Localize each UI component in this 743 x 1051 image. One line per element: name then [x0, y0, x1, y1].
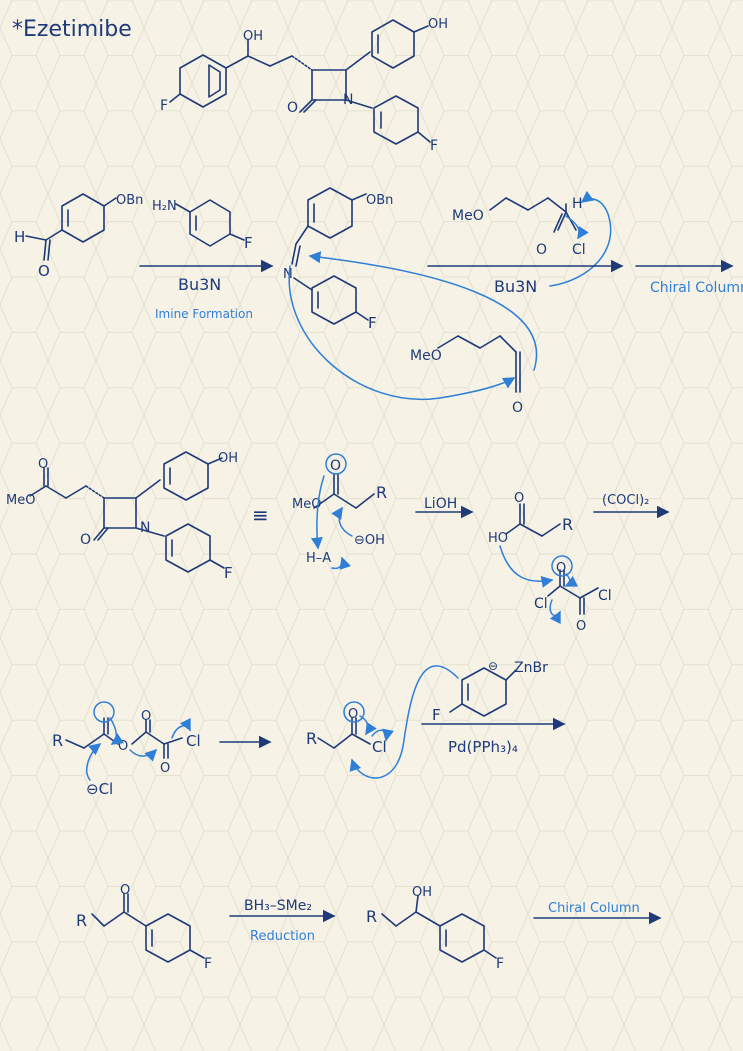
- ketene-meo-label: MeO: [410, 348, 442, 364]
- chiral-column-label-2: Chiral Column: [548, 901, 640, 916]
- ketene-o-label: O: [512, 400, 523, 416]
- lactam-o-label: O: [80, 532, 91, 548]
- oxalyl-chloride-structure: O O Cl Cl: [499, 545, 612, 634]
- oxalyl-chloride-label: (COCl)₂: [602, 493, 649, 508]
- hydroxide-label: ⊖OH: [354, 533, 385, 548]
- aryl-ketone-structure: R O F: [76, 883, 212, 972]
- ezetimibe-n-label: N: [343, 92, 353, 108]
- hydrolysis-o-label: O: [330, 458, 341, 474]
- acid-chloride-reactant: MeO H O Cl: [452, 196, 586, 258]
- hydrolysis-r-label: R: [376, 483, 387, 502]
- mixed-anhydride-structure: R O O O Cl ⊖Cl: [52, 701, 201, 798]
- aldehyde-structure: H O OBn: [14, 193, 143, 280]
- hydrolysis-meo-label: MeO: [292, 497, 321, 512]
- acyl-cl-label: Cl: [372, 738, 387, 756]
- acyl-o-label: O: [348, 707, 358, 722]
- reduction-caption: Reduction: [250, 929, 315, 944]
- acid-chloride-h-label: H: [572, 196, 583, 212]
- aniline-f-label: F: [244, 234, 253, 252]
- ketone-r-label: R: [76, 911, 87, 930]
- aldehyde-obn-label: OBn: [116, 193, 143, 208]
- aldehyde-o-label: O: [38, 262, 50, 280]
- acid-chloride-cl-label: Cl: [572, 242, 586, 258]
- secondary-alcohol-structure: R OH F: [366, 885, 504, 972]
- ezetimibe-f-left-label: F: [160, 98, 168, 114]
- acid-chloride-o-label: O: [536, 242, 547, 258]
- ester-hydrolysis-mechanism: MeO O R ⊖OH H–A: [292, 453, 387, 570]
- acid-o-label: O: [514, 491, 524, 506]
- imine-n-label: N: [283, 267, 293, 282]
- lactam-f-label: F: [224, 564, 233, 582]
- acyl-r-label: R: [306, 729, 317, 748]
- beta-lactam-structure: OH MeO O O N F: [6, 451, 238, 582]
- organozinc-structure: ⊖ ZnBr F: [432, 659, 548, 724]
- lactam-ester-o-label: O: [38, 457, 48, 472]
- lioh-label: LiOH: [424, 496, 457, 512]
- page-title: *Ezetimibe: [12, 17, 132, 42]
- imine-formation-caption: Imine Formation: [155, 307, 253, 321]
- nitrogen-attack-arrow: [288, 265, 516, 401]
- imine-obn-label: OBn: [366, 193, 393, 208]
- imine-structure: OBn N F: [283, 187, 393, 332]
- equivalence-symbol: ≡: [252, 503, 269, 527]
- acid-chloride-meo-label: MeO: [452, 208, 484, 224]
- zinc-minus-label: ⊖: [488, 659, 498, 673]
- anhydride-o-label: O: [118, 739, 128, 754]
- chloride-ion-label: ⊖Cl: [86, 780, 113, 798]
- ketone-f-label: F: [204, 956, 212, 972]
- imine-f-label: F: [368, 314, 377, 332]
- ezetimibe-phenol-oh-label: OH: [428, 17, 448, 32]
- lactam-meo-label: MeO: [6, 493, 35, 508]
- anhydride-cl-label: Cl: [186, 732, 201, 750]
- anhydride-o-down-label: O: [160, 761, 170, 776]
- alcohol-f-label: F: [496, 956, 504, 972]
- imine-reagent-label: Bu3N: [178, 275, 221, 294]
- palladium-catalyst-label: Pd(PPh₃)₄: [448, 738, 518, 756]
- chiral-column-label-1: Chiral Column: [650, 280, 743, 296]
- ketene-reagent-label: Bu3N: [494, 277, 537, 296]
- znbr-label: ZnBr: [514, 660, 548, 676]
- organozinc-attack-arrow: [349, 665, 459, 779]
- oxalyl-cl1-label: Cl: [534, 596, 548, 612]
- anhydride-r-label: R: [52, 731, 63, 750]
- ezetimibe-oh-label: OH: [243, 29, 263, 44]
- ketene-to-imine-arrow: [308, 251, 538, 371]
- acyl-chloride-structure: R O Cl: [306, 701, 394, 756]
- carboxylic-acid-structure: HO O R: [488, 491, 573, 546]
- oxalyl-cl2-label: Cl: [598, 588, 612, 604]
- aldehyde-h-label: H: [14, 228, 25, 246]
- ezetimibe-structure: OH OH F F N O: [160, 17, 448, 154]
- lactam-n-label: N: [140, 520, 150, 536]
- deprotonation-arrow: [549, 190, 612, 287]
- organozinc-f-label: F: [432, 706, 441, 724]
- alcohol-r-label: R: [366, 907, 377, 926]
- anhydride-o-up-label: O: [141, 709, 151, 724]
- oxalyl-o2-label: O: [576, 619, 586, 634]
- borane-label: BH₃–SMe₂: [244, 898, 312, 914]
- fluoroaniline-structure: H₂N F: [152, 199, 253, 252]
- oxalyl-o1-label: O: [556, 561, 566, 576]
- aniline-h2n-label: H₂N: [152, 199, 177, 214]
- chloride-leaving-arrow: [565, 215, 589, 240]
- ezetimibe-f-right-label: F: [430, 138, 438, 154]
- ezetimibe-o-label: O: [287, 100, 298, 116]
- lactam-oh-label: OH: [218, 451, 238, 466]
- ketene-structure: MeO O: [410, 335, 523, 416]
- acid-r-label: R: [562, 515, 573, 534]
- acid-ho-label: HO: [488, 531, 508, 546]
- acid-ha-label: H–A: [306, 551, 331, 566]
- ketone-o-label: O: [120, 883, 130, 898]
- alcohol-oh-label: OH: [412, 885, 432, 900]
